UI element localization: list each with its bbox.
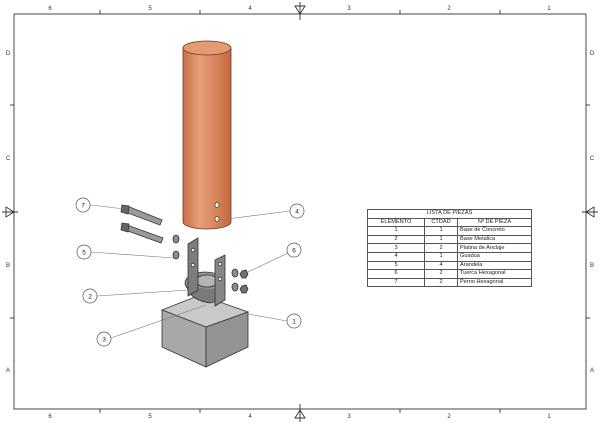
cell: 2 — [367, 234, 425, 245]
zone-label: B — [590, 263, 594, 269]
cell: Base de Concreto — [457, 226, 532, 236]
zone-label: B — [6, 263, 10, 269]
cell: 1 — [424, 234, 458, 245]
col-header: Nº DE PIEZA — [457, 217, 532, 228]
parts-list-title: LISTA DE PIEZAS — [367, 209, 532, 219]
cell: Guadua — [457, 251, 532, 262]
washers — [172, 234, 239, 292]
cell: 1 — [424, 251, 458, 262]
balloon-5: 5 — [82, 250, 86, 257]
balloon-3: 3 — [102, 337, 106, 344]
zone-label: D — [6, 51, 11, 57]
concrete-base — [160, 294, 250, 368]
parts-list-table: LISTA DE PIEZAS ELEMENTO CTDAD Nº DE PIE… — [367, 209, 532, 288]
zone-label: D — [590, 51, 595, 57]
zone-label: 4 — [248, 6, 252, 12]
balloon-1: 1 — [292, 319, 296, 326]
metal-base — [184, 237, 226, 307]
hex-bolts — [120, 204, 164, 244]
balloon-4: 4 — [295, 209, 299, 216]
cell: 1 — [424, 226, 458, 236]
cell: 2 — [424, 277, 458, 288]
zone-label: 3 — [347, 414, 351, 420]
zone-label: A — [6, 368, 10, 374]
cell: Tuerca Hexagonal — [457, 269, 532, 279]
zone-label: 2 — [447, 414, 451, 420]
zone-label: 5 — [148, 414, 152, 420]
zone-label: 3 — [347, 6, 351, 12]
zone-label: 6 — [48, 6, 52, 12]
cell: 5 — [367, 260, 425, 271]
cell: 2 — [424, 269, 458, 279]
cell: 4 — [424, 260, 458, 271]
cell: 3 — [367, 243, 425, 253]
zone-label: 2 — [447, 6, 451, 12]
zone-label: 6 — [48, 414, 52, 420]
zone-label: 1 — [547, 6, 551, 12]
col-header: CTDAD — [424, 217, 458, 228]
balloon-6: 6 — [292, 248, 296, 255]
zone-label: C — [590, 156, 595, 162]
balloons — [75, 197, 305, 347]
balloon-7: 7 — [81, 203, 85, 210]
zone-label: 1 — [547, 414, 551, 420]
zone-ticks — [10, 10, 590, 413]
balloon-2: 2 — [88, 294, 92, 301]
cell: 4 — [367, 251, 425, 262]
leader-lines — [89, 204, 291, 339]
bamboo-tube — [182, 40, 232, 230]
cell: Perno Hexagonal — [457, 277, 532, 288]
zone-label: C — [6, 156, 11, 162]
cell: 2 — [424, 243, 458, 253]
hex-nuts — [239, 269, 249, 294]
zone-label: A — [590, 368, 594, 374]
cell: Base Metalica — [457, 234, 532, 245]
zone-label: 5 — [148, 6, 152, 12]
cell: Platina de Anclaje — [457, 243, 532, 253]
cell: 6 — [367, 269, 425, 279]
cell: 1 — [367, 226, 425, 236]
cell: 7 — [367, 277, 425, 288]
zone-label: 4 — [248, 414, 252, 420]
cell: Arandela — [457, 260, 532, 271]
col-header: ELEMENTO — [367, 217, 425, 228]
